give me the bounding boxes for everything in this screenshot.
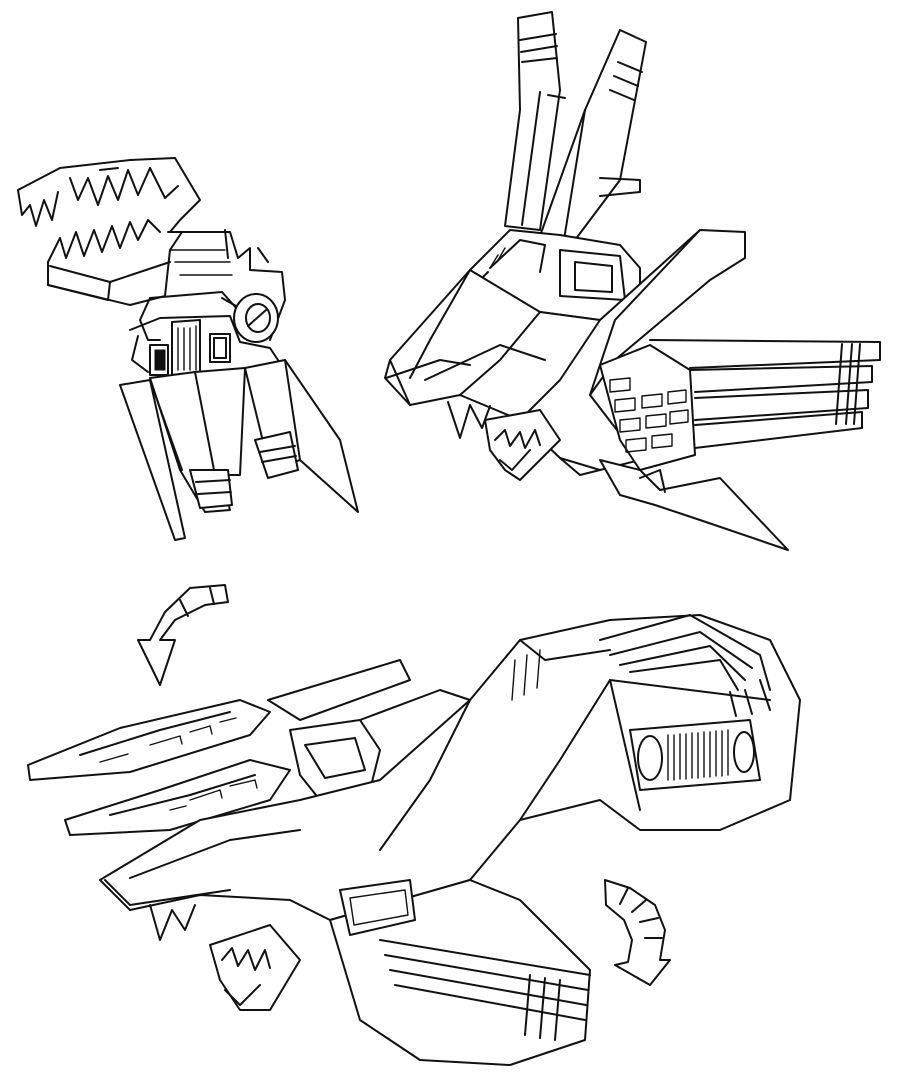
upper-jaw [17, 157, 201, 233]
head-vanes [504, 11, 647, 261]
head-vent-block [599, 344, 696, 471]
round-joint [221, 293, 279, 343]
transformed-lower-claw [329, 879, 591, 1066]
transformed-head-view [27, 614, 801, 1066]
rotate-arrow-left [137, 584, 229, 686]
head-lower-claw [559, 457, 789, 551]
lower-jaw [47, 219, 183, 306]
head-front-view [384, 11, 881, 551]
claw-jaw-view [17, 157, 359, 541]
transformed-ridges [599, 614, 771, 717]
middle-blade [64, 759, 291, 836]
head-rear-rods [649, 339, 881, 449]
transformed-shell [99, 614, 801, 921]
transformed-fangs [149, 904, 301, 1011]
rotate-arrow-right [604, 879, 671, 986]
head-fangs [447, 401, 561, 481]
upper-blade [27, 699, 271, 781]
transformed-cylinder [629, 719, 761, 791]
claw-blades [119, 359, 359, 541]
